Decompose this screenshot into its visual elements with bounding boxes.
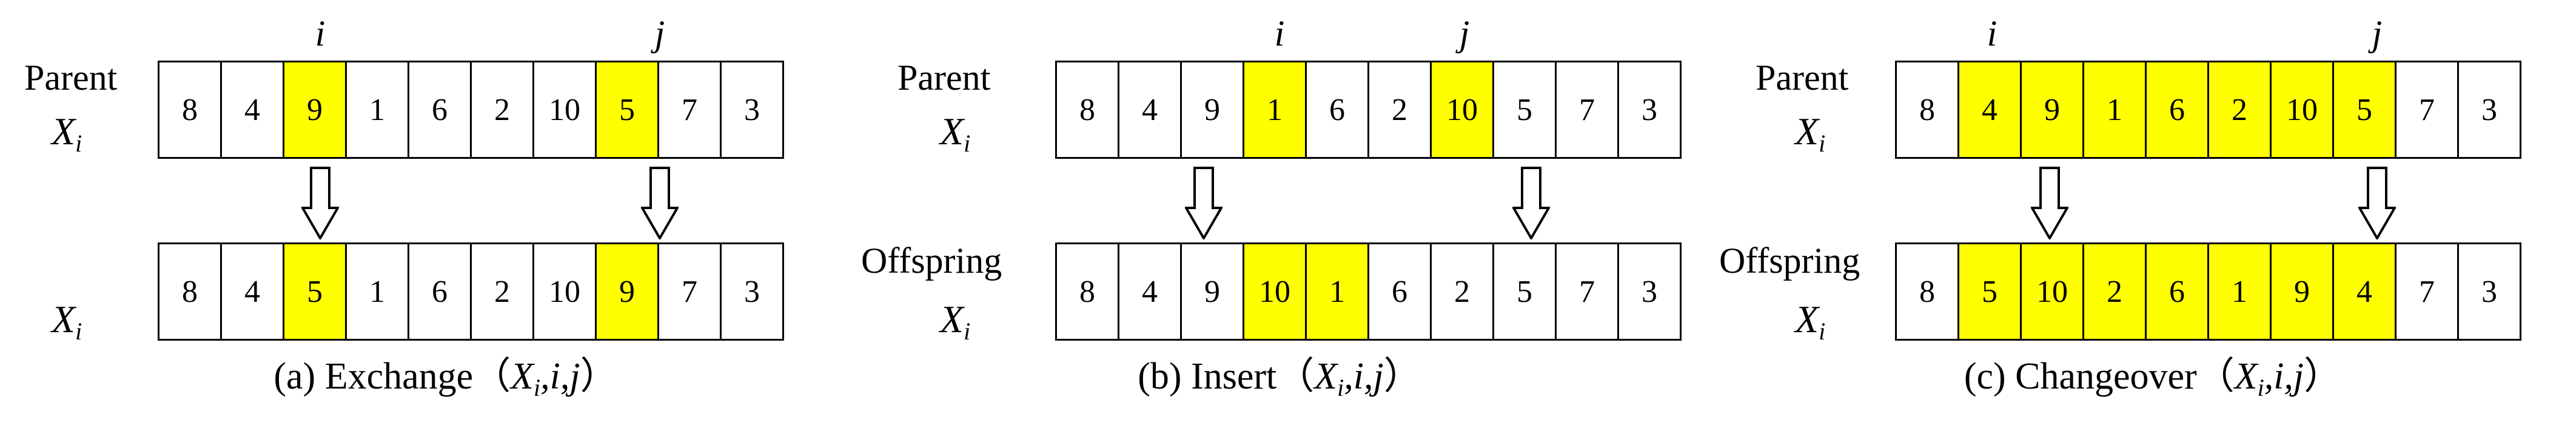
parent-x-label: Xi xyxy=(52,110,82,157)
caption-exchange: (a) Exchange（Xi,i,j） xyxy=(273,356,618,401)
gene-cell: 8 xyxy=(1055,61,1119,159)
down-arrow-icon xyxy=(2031,167,2068,239)
gene-cell: 4 xyxy=(1118,242,1182,341)
parent-row: 8 4 9 1 6 2 10 5 7 3 xyxy=(1895,61,2521,159)
panel-changeover: Parent Xi i j 8 4 9 1 6 2 10 5 7 3 Offsp… xyxy=(1716,0,2553,434)
gene-cell: 8 xyxy=(158,242,222,341)
parent-label: Parent xyxy=(1756,58,1849,98)
gene-cell: 9 xyxy=(595,242,659,341)
gene-cell: 5 xyxy=(2332,61,2397,159)
gene-cell: 9 xyxy=(2020,61,2084,159)
gene-cell: 10 xyxy=(532,242,597,341)
gene-cell: 3 xyxy=(1617,242,1682,341)
panel-insert: Parent Xi i j 8 4 9 1 6 2 10 5 7 3 Offsp… xyxy=(858,0,1695,434)
gene-cell: 6 xyxy=(408,61,472,159)
marker-i: i xyxy=(315,13,326,53)
gene-cell: 2 xyxy=(1367,61,1432,159)
parent-x-label: Xi xyxy=(940,110,971,157)
down-arrow-icon xyxy=(1512,167,1550,239)
gene-cell: 1 xyxy=(345,242,409,341)
marker-j: j xyxy=(654,13,665,53)
parent-label: Parent xyxy=(24,58,118,98)
marker-j: j xyxy=(1459,13,1470,53)
offspring-row: 8 4 9 10 1 6 2 5 7 3 xyxy=(1055,242,1682,341)
gene-cell: 2 xyxy=(470,61,534,159)
offspring-label: Offspring xyxy=(1719,241,1860,281)
gene-cell: 3 xyxy=(1617,61,1682,159)
down-arrow-icon xyxy=(641,167,679,239)
gene-cell: 6 xyxy=(1305,61,1369,159)
gene-cell: 7 xyxy=(657,242,722,341)
gene-cell: 2 xyxy=(2082,242,2147,341)
gene-cell: 7 xyxy=(2395,242,2459,341)
down-arrow-icon xyxy=(301,167,339,239)
offspring-row: 8 5 10 2 6 1 9 4 7 3 xyxy=(1895,242,2521,341)
caption-changeover: (c) Changeover（Xi,i,j） xyxy=(1964,356,2342,401)
gene-cell: 9 xyxy=(283,61,347,159)
gene-cell: 10 xyxy=(1430,61,1494,159)
gene-cell: 10 xyxy=(532,61,597,159)
gene-cell: 8 xyxy=(158,61,222,159)
offspring-x-label: Xi xyxy=(1795,298,1826,345)
offspring-x-label: Xi xyxy=(52,298,82,345)
gene-cell: 5 xyxy=(1957,242,2022,341)
gene-cell: 8 xyxy=(1055,242,1119,341)
gene-cell: 7 xyxy=(657,61,722,159)
gene-cell: 9 xyxy=(1180,242,1244,341)
gene-cell: 2 xyxy=(1430,242,1494,341)
gene-cell: 4 xyxy=(1957,61,2022,159)
gene-cell: 1 xyxy=(2207,242,2272,341)
down-arrow-icon xyxy=(2358,167,2396,239)
gene-cell: 1 xyxy=(1243,61,1307,159)
gene-cell: 7 xyxy=(2395,61,2459,159)
gene-cell: 3 xyxy=(2457,242,2521,341)
gene-cell: 8 xyxy=(1895,61,1959,159)
gene-cell: 1 xyxy=(2082,61,2147,159)
gene-cell: 4 xyxy=(220,242,284,341)
gene-cell: 7 xyxy=(1555,242,1619,341)
gene-cell: 4 xyxy=(220,61,284,159)
gene-cell: 8 xyxy=(1895,242,1959,341)
gene-cell: 2 xyxy=(470,242,534,341)
parent-row: 8 4 9 1 6 2 10 5 7 3 xyxy=(1055,61,1682,159)
gene-cell: 6 xyxy=(2145,242,2209,341)
gene-cell: 2 xyxy=(2207,61,2272,159)
gene-cell: 10 xyxy=(1243,242,1307,341)
parent-row: 8 4 9 1 6 2 10 5 7 3 xyxy=(158,61,784,159)
offspring-row: 8 4 5 1 6 2 10 9 7 3 xyxy=(158,242,784,341)
gene-cell: 5 xyxy=(1492,242,1557,341)
parent-x-label: Xi xyxy=(1795,110,1826,157)
gene-cell: 3 xyxy=(2457,61,2521,159)
caption-insert: (b) Insert（Xi,i,j） xyxy=(1138,356,1421,401)
marker-i: i xyxy=(1274,13,1285,53)
marker-j: j xyxy=(2372,13,2383,53)
gene-cell: 5 xyxy=(1492,61,1557,159)
panel-exchange: Parent Xi i j 8 4 9 1 6 2 10 5 7 3 Xi 8 … xyxy=(0,0,837,434)
gene-cell: 5 xyxy=(595,61,659,159)
gene-cell: 6 xyxy=(2145,61,2209,159)
gene-cell: 10 xyxy=(2270,61,2334,159)
gene-cell: 5 xyxy=(283,242,347,341)
gene-cell: 6 xyxy=(408,242,472,341)
gene-cell: 4 xyxy=(2332,242,2397,341)
gene-cell: 1 xyxy=(345,61,409,159)
marker-i: i xyxy=(1987,13,1997,53)
parent-label: Parent xyxy=(897,58,991,98)
offspring-label: Offspring xyxy=(861,241,1002,281)
down-arrow-icon xyxy=(1185,167,1223,239)
gene-cell: 4 xyxy=(1118,61,1182,159)
gene-cell: 3 xyxy=(720,61,784,159)
offspring-x-label: Xi xyxy=(940,298,971,345)
gene-cell: 1 xyxy=(1305,242,1369,341)
gene-cell: 10 xyxy=(2020,242,2084,341)
gene-cell: 9 xyxy=(2270,242,2334,341)
gene-cell: 9 xyxy=(1180,61,1244,159)
gene-cell: 3 xyxy=(720,242,784,341)
gene-cell: 6 xyxy=(1367,242,1432,341)
gene-cell: 7 xyxy=(1555,61,1619,159)
